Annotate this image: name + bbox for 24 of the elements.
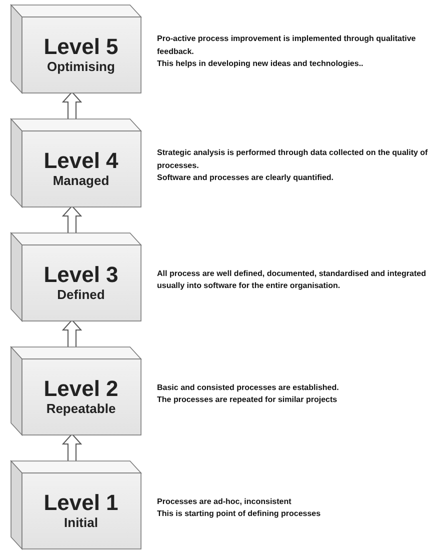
description-text: Strategic analysis is performed through data collected on the quality of processes. bbox=[157, 147, 429, 172]
level-name: Defined bbox=[57, 287, 105, 303]
level-name: Optimising bbox=[47, 59, 115, 75]
level-title: Level 5 bbox=[44, 35, 118, 60]
level-name: Repeatable bbox=[46, 401, 116, 417]
level-name: Managed bbox=[52, 173, 110, 189]
level-box bbox=[10, 346, 142, 436]
level-title: Level 2 bbox=[44, 377, 118, 402]
level-box bbox=[10, 232, 142, 322]
level-box bbox=[10, 118, 142, 208]
description-text: This helps in developing new ideas and technologies.. bbox=[157, 58, 364, 70]
description-text: Software and processes are clearly quantified. bbox=[157, 172, 335, 184]
level-title: Level 4 bbox=[44, 149, 118, 174]
description-text: All process are well defined, documented, standardised and integrated usually into software for the entire organisation. bbox=[157, 268, 427, 292]
level-title: Level 3 bbox=[44, 263, 118, 288]
level-box bbox=[10, 4, 142, 94]
level-box bbox=[10, 460, 142, 550]
description-text: This is starting point of defining processes bbox=[157, 508, 322, 520]
level-name: Initial bbox=[64, 515, 98, 531]
description-text: Processes are ad-hoc, inconsistent bbox=[157, 496, 292, 508]
description-text: The processes are repeated for similar projects bbox=[157, 394, 338, 406]
description-text: Basic and consisted processes are established. bbox=[157, 382, 340, 394]
description-text: Pro-active process improvement is implemented through qualitative feedback. bbox=[157, 33, 417, 58]
level-title: Level 1 bbox=[44, 491, 118, 516]
